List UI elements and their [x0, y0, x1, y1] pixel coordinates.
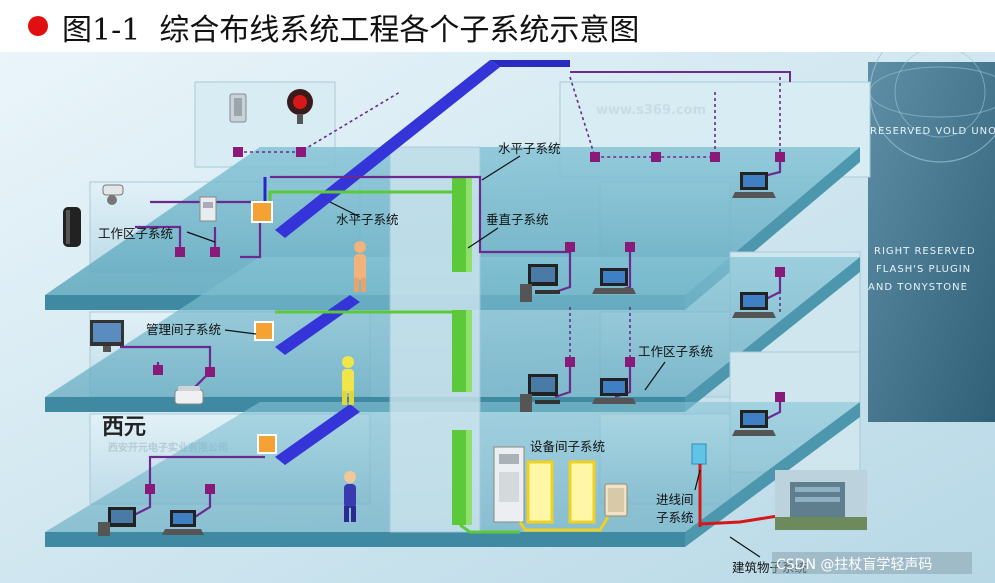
- outlet: [233, 147, 243, 157]
- computer-icon: [520, 264, 560, 302]
- speaker-icon: [229, 93, 247, 123]
- outlet: [205, 367, 215, 377]
- label-admin-subsystem: 管理间子系统: [146, 322, 221, 337]
- label-entrance-line2: 子系统: [656, 510, 694, 525]
- watermark-reserved-1: RESERVED VOLD UNO: [870, 126, 995, 137]
- cabinet-icon: [604, 483, 628, 517]
- floor-distributor-2: [254, 321, 274, 341]
- credit-watermark: CSDN @拄杖盲学轻声码: [772, 552, 972, 574]
- person-icon: [344, 471, 356, 522]
- computer-icon: [98, 507, 136, 536]
- outlet: [710, 152, 720, 162]
- outlets: [145, 147, 785, 494]
- outlet: [210, 247, 220, 257]
- title-bar: 图1-1 综合布线系统工程各个子系统示意图: [0, 0, 995, 52]
- figure-title: 综合布线系统工程各个子系统示意图: [159, 13, 640, 48]
- outlet: [625, 357, 635, 367]
- cabling-diagram: RESERVED VOLD UNO RIGHT RESERVED FLASH'S…: [0, 52, 995, 583]
- outlet: [625, 242, 635, 252]
- entrance-box: [691, 443, 791, 527]
- campus-building-photo: [775, 470, 867, 530]
- person-icon: [354, 241, 366, 292]
- label-vertical-subsystem: 垂直子系统: [486, 212, 549, 227]
- watermark-reserved-2: RIGHT RESERVED: [874, 246, 976, 257]
- label-horizontal-subsystem-top: 水平子系统: [498, 141, 561, 156]
- watermark-plugin: FLASH'S PLUGIN: [876, 264, 971, 275]
- outlet: [153, 365, 163, 375]
- server-rack-icon: [493, 446, 525, 523]
- outlet: [775, 152, 785, 162]
- top-backbone-links: [570, 71, 791, 82]
- telephone-icon: [174, 386, 204, 405]
- label-work-area-subsystem-left: 工作区子系统: [98, 226, 173, 241]
- equipment-cabinet: [518, 460, 610, 532]
- label-work-area-subsystem-right: 工作区子系统: [638, 344, 713, 359]
- camera-icon: [102, 184, 124, 205]
- laptop-icon: [162, 510, 204, 535]
- label-entrance-line1: 进线间: [656, 492, 694, 507]
- page-title: 图1-1 综合布线系统工程各个子系统示意图: [62, 5, 639, 49]
- figure-number: 图1-1: [62, 13, 141, 48]
- csdn-credit: CSDN @拄杖盲学轻声码: [776, 556, 932, 573]
- alarm-bell-icon: [287, 89, 313, 124]
- outlet: [590, 152, 600, 162]
- globe-background: RESERVED VOLD UNO RIGHT RESERVED FLASH'S…: [868, 52, 995, 422]
- computer-icon: [520, 374, 560, 412]
- vertical-cables: [268, 177, 520, 534]
- xiyuan-logo: 西元: [102, 414, 146, 440]
- pipe-device-icon: [63, 207, 81, 247]
- watermark-tonystone: AND TONYSTONE: [868, 282, 968, 293]
- outlet: [565, 357, 575, 367]
- label-horizontal-subsystem-mid: 水平子系统: [336, 212, 399, 227]
- laptop-icon: [592, 378, 636, 404]
- floor-distributor-3: [251, 201, 273, 223]
- sensor-panel-icon: [199, 196, 217, 222]
- outlet: [775, 267, 785, 277]
- label-equipment-subsystem: 设备间子系统: [530, 439, 605, 454]
- laptop-icon: [732, 410, 776, 436]
- outlet: [145, 484, 155, 494]
- laptop-icon: [732, 172, 776, 198]
- distribution-boxes: [251, 201, 277, 454]
- outlet: [205, 484, 215, 494]
- laptop-icon: [732, 292, 776, 318]
- laptop-icon: [592, 268, 636, 294]
- floor-distributor-1: [257, 434, 277, 454]
- outlet: [296, 147, 306, 157]
- outlet: [565, 242, 575, 252]
- outlet: [175, 247, 185, 257]
- red-bullet-icon: [28, 16, 48, 36]
- outlet: [775, 392, 785, 402]
- watermark-site-top: www.s369.com: [596, 103, 706, 118]
- pointer-arrows: [186, 155, 761, 558]
- person-icon: [342, 356, 354, 405]
- outlet: [651, 152, 661, 162]
- monitor-icon: [90, 320, 124, 352]
